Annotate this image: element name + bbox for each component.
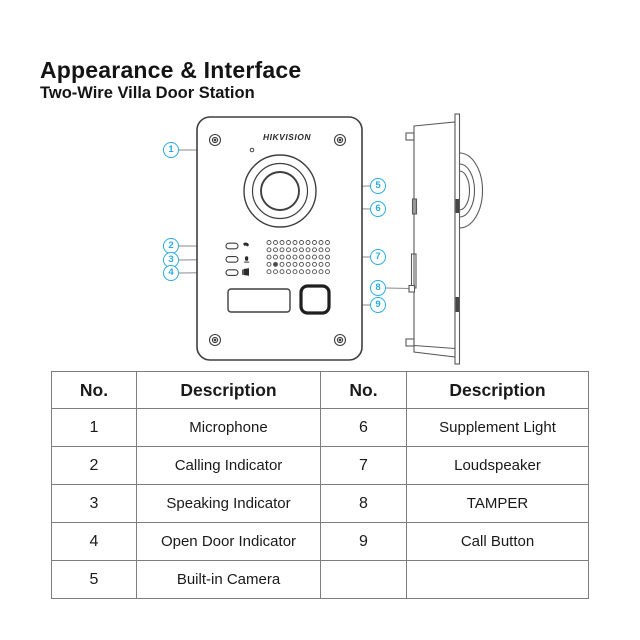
side-gasket-lower	[455, 297, 459, 312]
header-no-left: No.	[51, 371, 137, 409]
screw-icon	[333, 133, 347, 147]
cell-no: 6	[320, 408, 407, 447]
page-subtitle: Two-Wire Villa Door Station	[40, 84, 255, 103]
calling-indicator-led	[225, 242, 239, 250]
open-door-indicator-led	[225, 269, 239, 276]
speaking-indicator-icon	[244, 256, 250, 263]
cell-no: 3	[51, 484, 137, 523]
table-row: 3 Speaking Indicator 8 TAMPER	[51, 484, 589, 523]
front-panel	[196, 116, 363, 361]
screw-icon	[208, 133, 222, 147]
side-top-tab	[405, 132, 415, 141]
table-row: 2 Calling Indicator 7 Loudspeaker	[51, 446, 589, 485]
cell-no: 5	[51, 560, 137, 599]
callout-1-microphone: 1	[163, 142, 179, 158]
side-body	[413, 121, 456, 358]
side-body-bottom-wall	[413, 344, 456, 350]
side-gasket-upper	[455, 199, 459, 213]
cell-description: Open Door Indicator	[136, 522, 321, 561]
table-header-row: No. Description No. Description	[51, 371, 589, 409]
side-front-plate	[454, 113, 461, 365]
header-description-right: Description	[406, 371, 589, 409]
cell-description: Built-in Camera	[136, 560, 321, 599]
cell-description: Loudspeaker	[406, 446, 589, 485]
legend-table: No. Description No. Description 1 Microp…	[51, 371, 589, 599]
callout-8-tamper: 8	[370, 280, 386, 296]
side-bottom-tab	[405, 338, 415, 347]
table-row: 5 Built-in Camera	[51, 560, 589, 599]
call-button	[299, 284, 331, 315]
table-row: 4 Open Door Indicator 9 Call Button	[51, 522, 589, 561]
title-block: Appearance & Interface Two-Wire Villa Do…	[40, 57, 301, 104]
callout-9-call-button: 9	[370, 297, 386, 313]
header-no-right: No.	[320, 371, 407, 409]
cell-no: 7	[320, 446, 407, 485]
cell-description	[406, 560, 589, 599]
callout-7-loudspeaker: 7	[370, 249, 386, 265]
camera-dome	[459, 152, 484, 229]
camera-bezel	[251, 162, 309, 220]
page-title: Appearance & Interface	[40, 57, 302, 83]
cell-description: Speaking Indicator	[136, 484, 321, 523]
nameplate	[227, 288, 291, 313]
cell-description: TAMPER	[406, 484, 589, 523]
speaking-indicator-led	[225, 256, 239, 263]
status-leds	[225, 242, 239, 276]
cell-description: Supplement Light	[406, 408, 589, 447]
screw-icon	[208, 333, 222, 347]
camera-assembly	[243, 154, 317, 228]
cell-description: Call Button	[406, 522, 589, 561]
hikvision-logo: HIKVISION	[263, 132, 311, 142]
led-icons	[242, 242, 250, 276]
side-slot-upper	[411, 198, 418, 215]
cell-no	[320, 560, 407, 599]
side-view	[405, 113, 484, 365]
screw-icon	[333, 333, 347, 347]
cell-no: 2	[51, 446, 137, 485]
cell-no: 9	[320, 522, 407, 561]
camera-lens	[260, 171, 300, 211]
tamper-switch	[408, 284, 416, 293]
callout-5-built-in-camera: 5	[370, 178, 386, 194]
header-description-left: Description	[136, 371, 321, 409]
supplement-light-ring	[243, 154, 317, 228]
callout-4-open-door-indicator: 4	[163, 265, 179, 281]
table-row: 1 Microphone 6 Supplement Light	[51, 408, 589, 447]
cell-description: Microphone	[136, 408, 321, 447]
callout-6-supplement-light: 6	[370, 201, 386, 217]
loudspeaker-grille	[266, 240, 330, 275]
microphone-hole	[249, 147, 255, 153]
cell-no: 4	[51, 522, 137, 561]
calling-indicator-icon	[243, 242, 249, 247]
cell-no: 1	[51, 408, 137, 447]
cell-no: 8	[320, 484, 407, 523]
callout-2-calling-indicator: 2	[163, 238, 179, 254]
side-slot-lower	[410, 253, 417, 289]
front-view: HIKVISION	[196, 116, 363, 361]
cell-description: Calling Indicator	[136, 446, 321, 485]
open-door-indicator-icon	[242, 268, 249, 276]
